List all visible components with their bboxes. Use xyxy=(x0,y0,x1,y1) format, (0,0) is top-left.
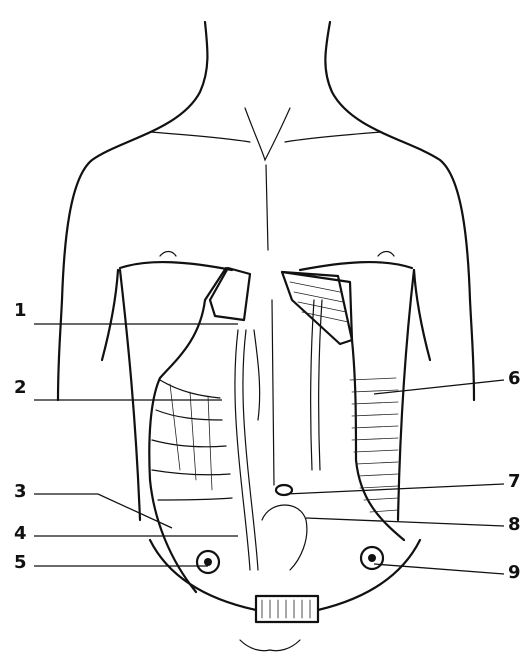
left-upper-flap xyxy=(210,268,250,320)
right-flank xyxy=(398,270,414,520)
label-6: 6 xyxy=(508,370,521,388)
sternum-line xyxy=(266,165,268,250)
right-pectoral xyxy=(300,262,412,270)
leader-6 xyxy=(374,380,504,394)
pubic-block xyxy=(256,596,318,622)
dissection-right-border xyxy=(282,272,404,540)
label-9: 9 xyxy=(508,564,521,582)
label-5: 5 xyxy=(14,554,27,572)
leader-7 xyxy=(286,484,504,494)
left-nipple xyxy=(160,252,176,257)
neck-right-outline xyxy=(325,22,474,400)
neck-notch xyxy=(245,108,290,160)
label-2: 2 xyxy=(14,379,27,397)
label-3: 3 xyxy=(14,483,27,501)
clavicle-left xyxy=(150,132,250,142)
label-8: 8 xyxy=(508,516,521,534)
right-arm-inner xyxy=(414,270,430,360)
label-7: 7 xyxy=(508,473,521,491)
right-nipple xyxy=(378,252,394,257)
left-arm-inner xyxy=(102,270,118,360)
leader-9 xyxy=(374,564,504,574)
linea-alba xyxy=(272,300,274,485)
neck-left-outline xyxy=(58,22,207,400)
left-pectoral xyxy=(120,262,232,270)
label-1: 1 xyxy=(14,302,27,320)
leader-3 xyxy=(34,494,172,528)
left-flank xyxy=(120,270,140,520)
leader-8 xyxy=(306,518,504,526)
clavicle-right xyxy=(285,132,382,142)
label-4: 4 xyxy=(14,525,27,543)
